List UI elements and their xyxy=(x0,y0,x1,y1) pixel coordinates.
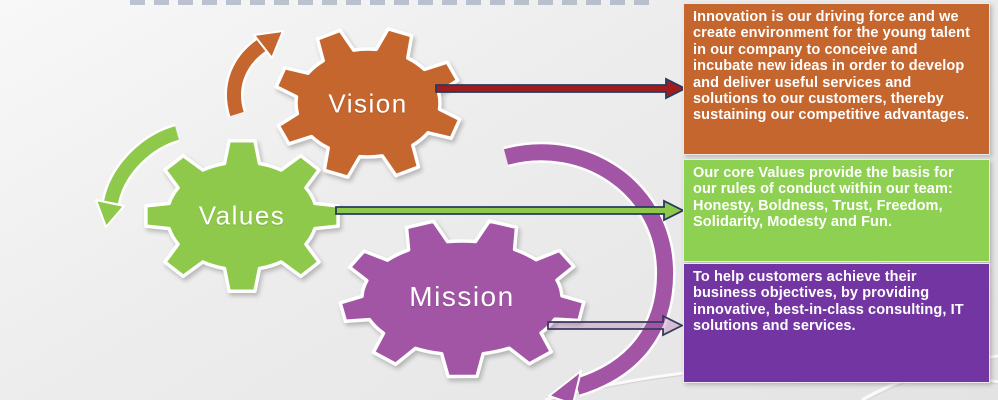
cut-off-title-remnant xyxy=(130,0,655,5)
vision-gear-label: Vision xyxy=(328,88,408,119)
vision-description-text: Innovation is our driving force and we c… xyxy=(693,9,971,124)
values-gear xyxy=(144,138,340,294)
values-description-text: Our core Values provide the basis for ou… xyxy=(693,165,954,231)
purple-arrowhead xyxy=(548,370,582,400)
vision-gear xyxy=(274,27,462,179)
green-arrowhead xyxy=(95,199,125,228)
vision-connector-arrow xyxy=(435,77,688,100)
mission-connector-arrow xyxy=(547,314,685,337)
purple-swoosh-arrow xyxy=(503,141,676,400)
mission-gear-label: Mission xyxy=(409,281,515,312)
orange-arrowhead xyxy=(253,30,284,59)
mission-gear xyxy=(338,219,586,379)
mission-description-box: To help customers achieve their business… xyxy=(683,263,990,383)
mission-description-text: To help customers achieve their business… xyxy=(693,269,964,335)
orange-curved-arrow xyxy=(224,30,284,117)
values-description-box: Our core Values provide the basis for ou… xyxy=(683,159,990,262)
values-gear-label: Values xyxy=(198,200,286,231)
values-connector-arrow xyxy=(335,199,686,222)
vision-description-box: Innovation is our driving force and we c… xyxy=(683,3,990,155)
green-curved-arrow xyxy=(95,123,180,228)
